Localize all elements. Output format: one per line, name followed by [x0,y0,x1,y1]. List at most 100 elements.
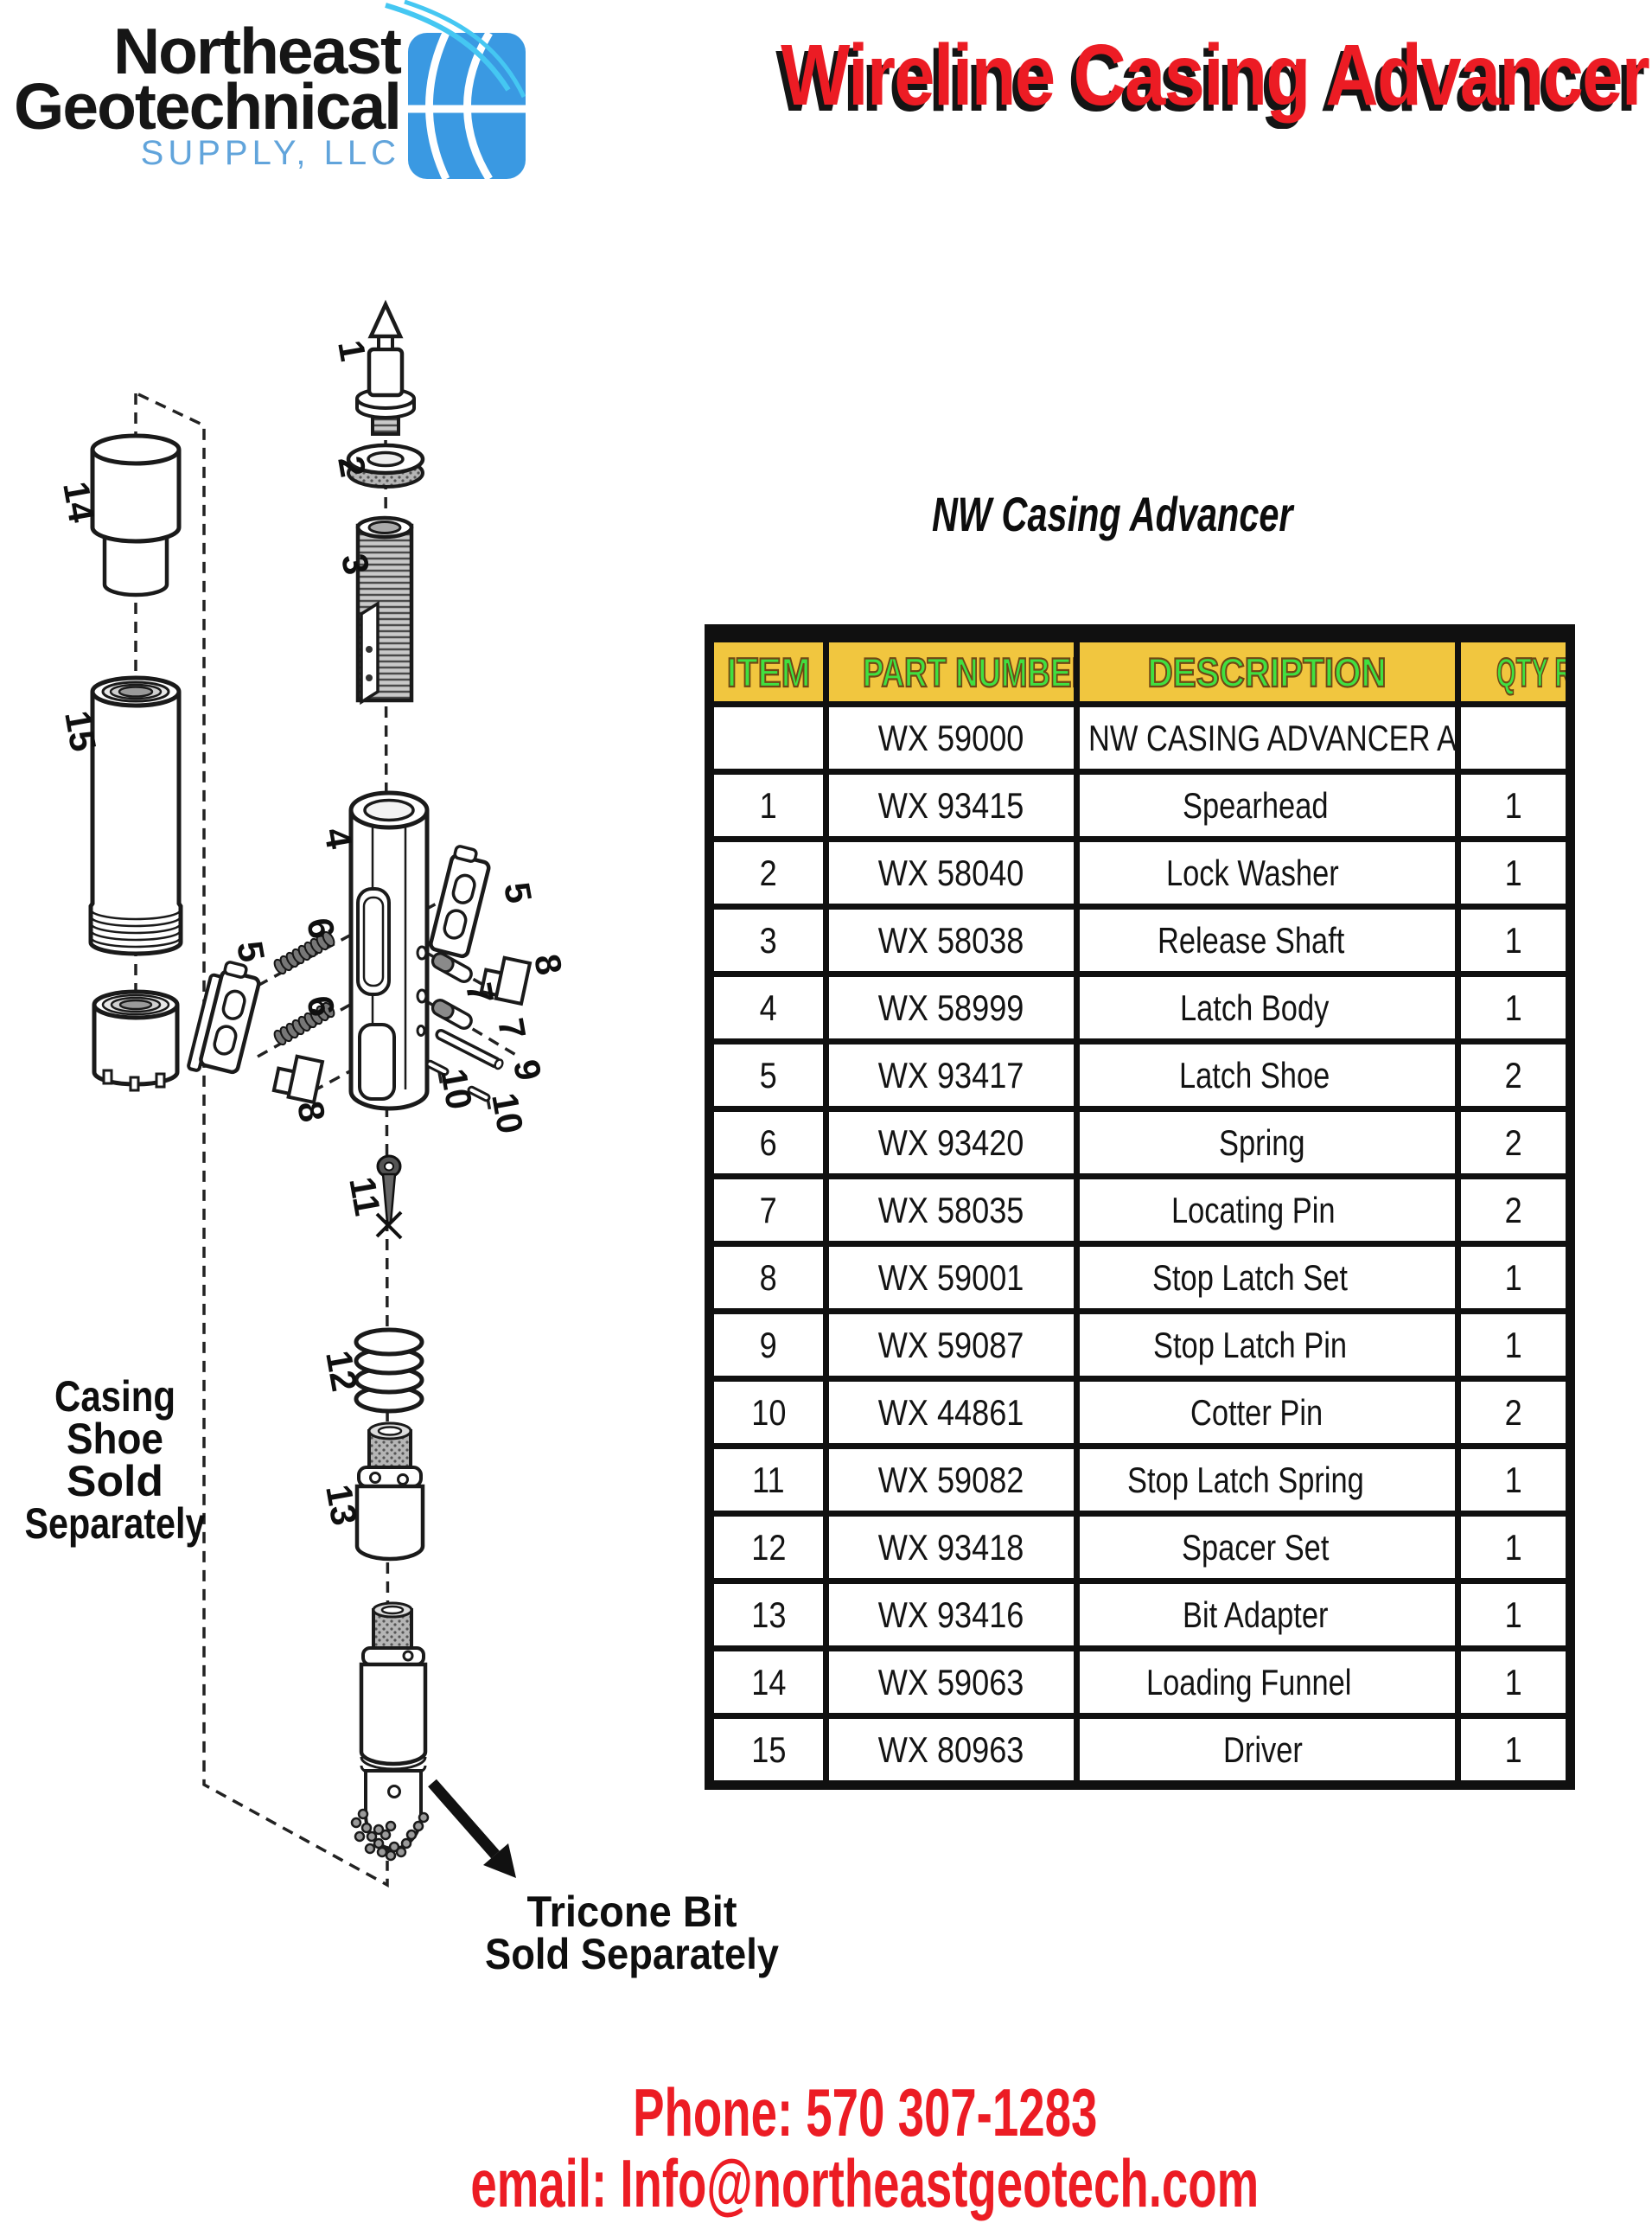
cell-qty: 2 [1455,1173,1573,1247]
casing-note-line-3: Sold [67,1457,163,1505]
part-label-8l: 8 [290,1098,333,1125]
part-label-12: 12 [318,1347,365,1394]
part-spearhead [355,299,416,436]
cell-desc: Stop Latch Pin [1074,1308,1461,1382]
cell-part: WX 59082 [823,1443,1080,1517]
part-stop-latch-spring [375,1154,403,1240]
part-label-6a: 6 [299,915,342,942]
cell-part: WX 59000 [823,701,1080,775]
part-label-1: 1 [330,337,373,364]
cell-part: WX 59087 [823,1308,1080,1382]
part-label-14: 14 [55,478,103,526]
part-stop-latch-left [271,1054,325,1105]
cell-item: 1 [706,769,829,842]
cell-part: WX 59063 [823,1645,1080,1719]
cell-desc: Release Shaft [1074,904,1461,977]
part-label-10b: 10 [484,1089,531,1136]
cell-desc: NW CASING ADVANCER ASSY [1074,701,1461,775]
cell-item: 3 [706,904,829,977]
cell-desc: Loading Funnel [1074,1645,1461,1719]
globe-icon [385,0,526,182]
cell-qty: 2 [1455,1038,1573,1112]
part-locating-pin-upper [431,952,473,984]
part-label-9: 9 [506,1057,549,1083]
part-label-10a: 10 [433,1065,480,1112]
casing-note-line-4: Separately [25,1499,206,1548]
cell-desc: Latch Body [1074,971,1461,1044]
part-stop-latch-right [479,955,533,1006]
tricone-arrow [428,1779,516,1878]
footer-phone-text: Phone: 570 307-1283 [632,2074,1098,2150]
cell-part: WX 58999 [823,971,1080,1044]
cell-item: 14 [706,1645,829,1719]
cell-part: WX 93416 [823,1578,1080,1651]
cell-part: WX 80963 [823,1713,1080,1788]
diagram-dashed-lines [134,393,520,1888]
cell-qty: 1 [1455,904,1573,977]
part-label-8r: 8 [526,951,570,978]
tricone-note-line-1: Tricone Bit [527,1888,737,1936]
part-label-6b: 6 [299,993,342,1019]
cell-item: 5 [706,1038,829,1112]
cell-part: WX 58038 [823,904,1080,977]
tricone-note: Tricone Bit Sold Separately [485,1888,779,1978]
cell-part: WX 44861 [823,1376,1080,1449]
cell-part: WX 93415 [823,769,1080,842]
cell-desc: Spearhead [1074,769,1461,842]
cell-qty: 1 [1455,836,1573,910]
part-label-5l: 5 [229,938,272,965]
part-stop-latch-pin [435,1028,504,1070]
exploded-diagram: 1 2 3 4 5 5 6 6 7 7 8 8 9 10 10 11 12 13… [25,299,779,1978]
part-label-3: 3 [334,551,377,578]
cell-desc: Spring [1074,1106,1461,1179]
header-description: DESCRIPTION [1074,630,1461,707]
part-latch-body [348,790,430,1111]
part-tricone-bit [350,1601,430,1862]
part-cotter-pin-2 [467,1085,491,1102]
cell-qty: 1 [1455,971,1573,1044]
cell-item: 2 [706,836,829,910]
footer-email: email: Info@northeastgeotech.com [39,2144,1652,2223]
casing-note-line-1: Casing [54,1372,175,1421]
part-label-5r: 5 [496,879,539,906]
cell-item: 12 [706,1511,829,1584]
cell-part: WX 93420 [823,1106,1080,1179]
cell-item [706,701,829,775]
part-label-11: 11 [341,1174,388,1219]
header-item: ITEM [706,630,829,707]
part-spring-upper [273,930,335,975]
cell-qty: 1 [1455,1308,1573,1382]
cell-qty: 1 [1455,1578,1573,1651]
parts-table: ITEM PART NUMBER DESCRIPTION QTY REQ WX … [705,624,1575,1790]
cell-part: WX 58035 [823,1173,1080,1247]
tricone-note-line-2: Sold Separately [485,1930,779,1978]
cell-part: WX 58040 [823,836,1080,910]
cell-desc: Driver [1074,1713,1461,1788]
cell-item: 4 [706,971,829,1044]
casing-note-line-2: Shoe [67,1415,163,1463]
footer-email-text: email: Info@northeastgeotech.com [470,2145,1260,2221]
cell-qty: 1 [1455,1645,1573,1719]
cell-part: WX 59001 [823,1241,1080,1314]
cell-item: 6 [706,1106,829,1179]
part-driver [88,675,183,956]
table-header-row: ITEM PART NUMBER DESCRIPTION QTY REQ [706,630,1573,707]
header-part-number: PART NUMBER [823,630,1080,707]
cell-desc: Stop Latch Spring [1074,1443,1461,1517]
company-logo: Northeast Geotechnical SUPPLY, LLC [0,19,402,173]
part-label-15: 15 [57,707,104,754]
part-casing-shoe [92,989,180,1092]
part-bit-adapter [354,1421,425,1562]
cell-desc: Spacer Set [1074,1511,1461,1584]
